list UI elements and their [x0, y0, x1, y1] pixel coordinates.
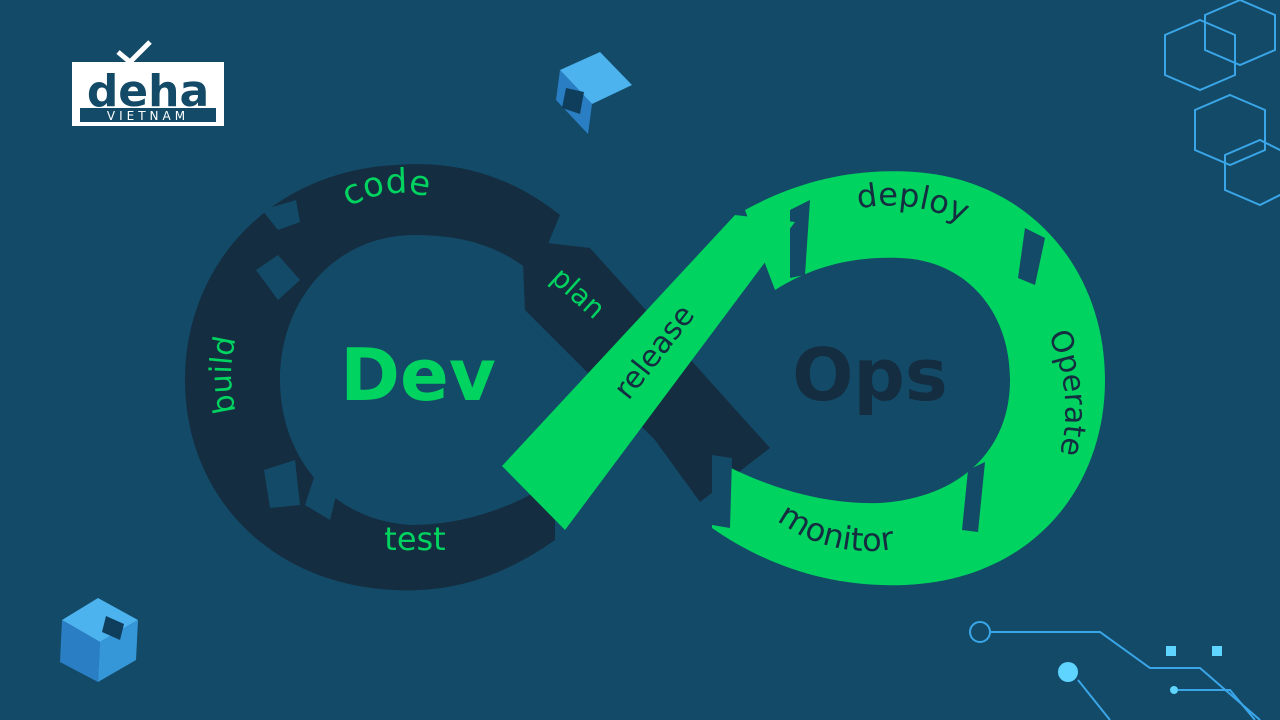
3d-cube-icon — [556, 52, 632, 134]
logo-subtitle: VIETNAM — [107, 109, 189, 123]
dev-label: Dev — [340, 333, 496, 417]
checkmark-icon — [116, 40, 152, 66]
ops-label: Ops — [792, 333, 948, 417]
ops-loop-ring — [712, 171, 1105, 586]
ops-loop — [712, 171, 1105, 586]
stage-test-label: test — [384, 520, 445, 558]
hexagon-pattern — [1164, 0, 1280, 207]
circuit-lines — [969, 621, 1261, 720]
release-segment — [502, 215, 795, 530]
dev-loop — [185, 164, 560, 591]
3d-cube-icon — [60, 598, 138, 682]
deha-logo: deha VIETNAM — [72, 40, 224, 126]
